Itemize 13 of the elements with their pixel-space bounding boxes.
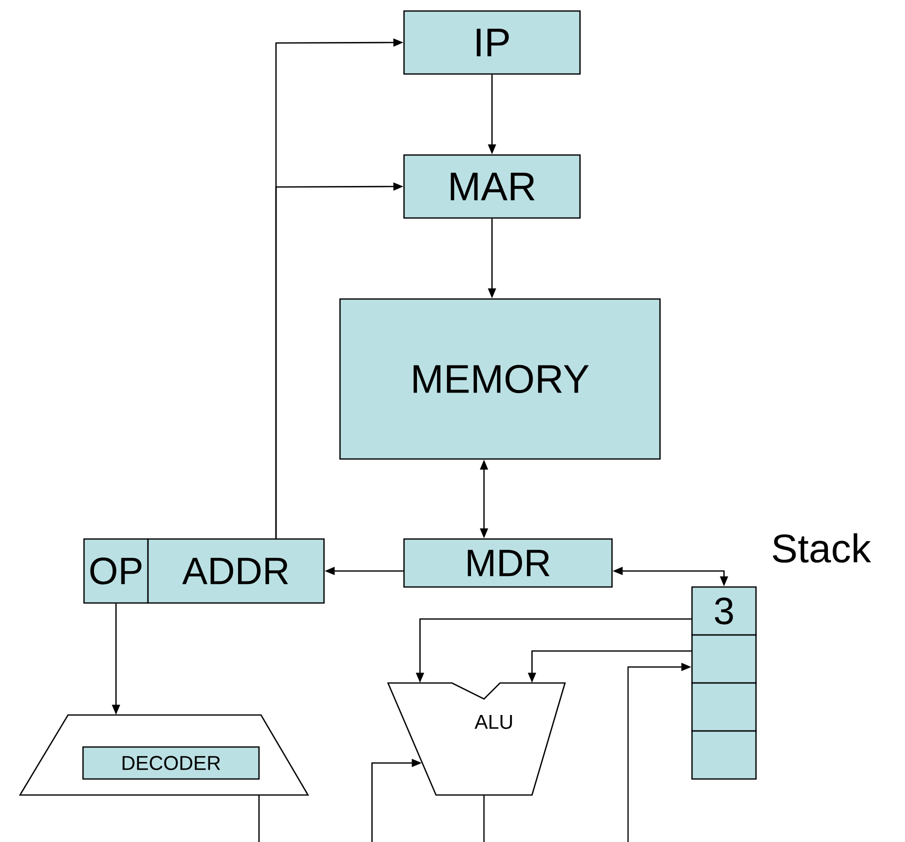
stack-cell: 3 <box>691 586 757 636</box>
stack-cell <box>691 682 757 732</box>
stack-cell <box>691 730 757 780</box>
stack-label: Stack <box>772 533 872 563</box>
memory-box: MEMORY <box>339 298 661 460</box>
connector-line <box>258 795 260 842</box>
stack-cell <box>691 634 757 684</box>
register-box: MDR <box>403 538 613 588</box>
connector-line <box>483 795 485 842</box>
decoder-box: DECODER <box>82 746 260 780</box>
register-box: MAR <box>403 154 581 219</box>
opcode-field: OP <box>83 538 149 604</box>
register-box: IP <box>403 10 581 75</box>
